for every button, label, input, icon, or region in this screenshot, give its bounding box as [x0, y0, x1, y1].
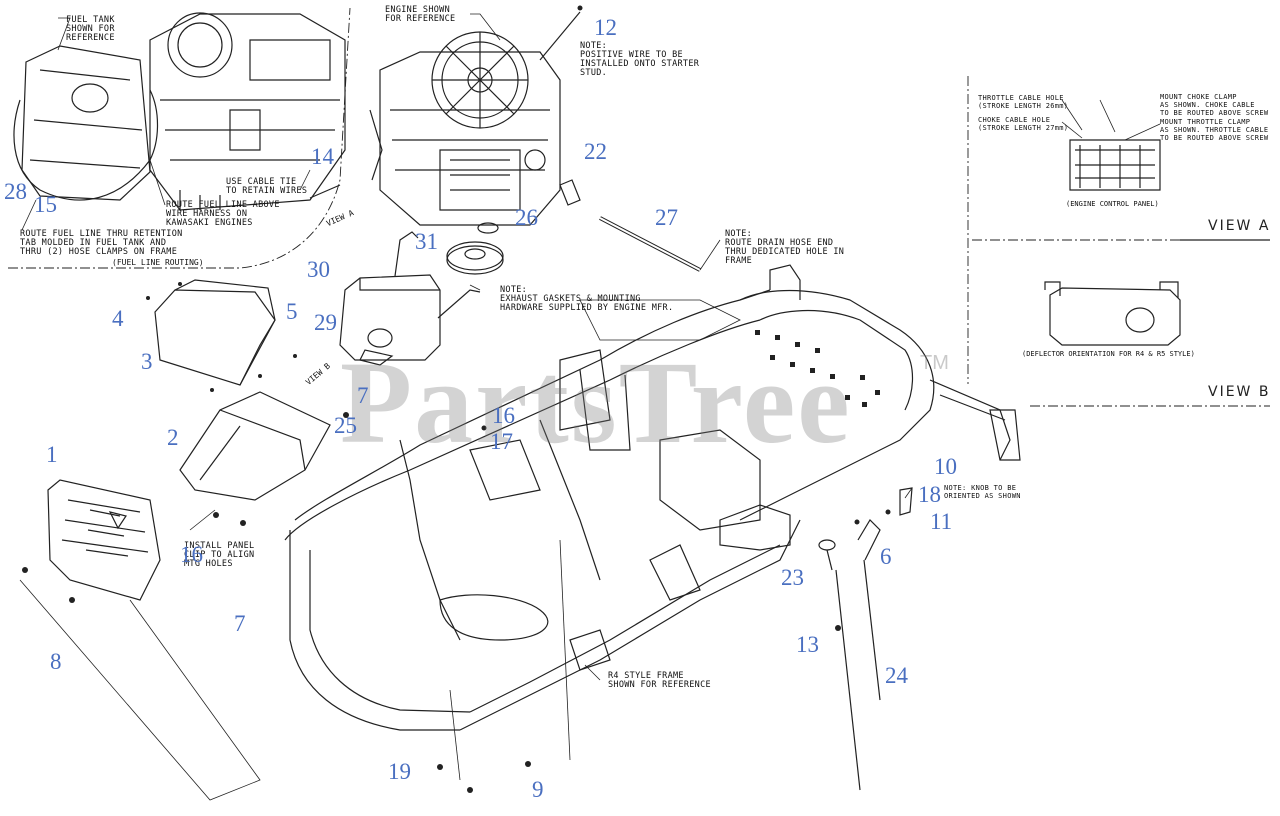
- callout-14: 14: [311, 144, 334, 169]
- callout-28: 28: [4, 179, 27, 204]
- note-positive-wire: NOTE: POSITIVE WIRE TO BE INSTALLED ONTO…: [580, 41, 700, 78]
- deflector-drawing: [179, 391, 331, 501]
- callout-10: 10: [934, 454, 957, 479]
- callout-17: 17: [490, 429, 513, 454]
- callout-2: 2: [167, 425, 179, 450]
- note-panel-clip: INSTALL PANEL CLIP TO ALIGN MTG HOLES: [184, 541, 255, 569]
- inset-engine-drawing: [149, 12, 346, 211]
- pulley-drawing: [446, 222, 504, 275]
- note-knob: NOTE: KNOB TO BE ORIENTED AS SHOWN: [944, 484, 1021, 500]
- heat-shield-drawing: [154, 279, 276, 386]
- caption-fuel-line-routing: (FUEL LINE ROUTING): [112, 258, 204, 267]
- callout-13: 13: [796, 632, 819, 657]
- muffler-drawing: [339, 231, 481, 366]
- view-b-title: VIEW B: [1208, 384, 1271, 400]
- note-throttle-hole: THROTTLE CABLE HOLE (STROKE LENGTH 26mm): [978, 94, 1069, 110]
- callout-29: 29: [314, 310, 337, 335]
- engine-control-panel-drawing: [1069, 139, 1161, 191]
- callout-4: 4: [112, 306, 124, 331]
- callout-15: 15: [34, 192, 57, 217]
- callout-27: 27: [655, 205, 678, 230]
- view-b-muffler-drawing: [1044, 281, 1181, 346]
- leader-lines: [19, 13, 1161, 801]
- callout-6: 6: [880, 544, 892, 569]
- callout-22: 22: [584, 139, 607, 164]
- callout-12: 12: [594, 15, 617, 40]
- note-cable-tie: USE CABLE TIE TO RETAIN WIRES: [226, 177, 308, 196]
- note-route-fuel-above: ROUTE FUEL LINE ABOVE WIRE HARNESS ON KA…: [166, 200, 280, 228]
- note-engine-ref: ENGINE SHOWN FOR REFERENCE: [385, 5, 456, 24]
- callout-18: 18: [918, 482, 941, 507]
- front-panel-drawing: [47, 479, 161, 601]
- fuel-tank-drawing: [13, 45, 159, 201]
- callout-1: 1: [46, 442, 58, 467]
- note-choke-hole: CHOKE CABLE HOLE (STROKE LENGTH 27mm): [978, 116, 1069, 132]
- callout-30: 30: [307, 257, 330, 282]
- callout-26: 26: [515, 205, 538, 230]
- callout-19: 19: [388, 759, 411, 784]
- callout-16b: 16: [180, 542, 203, 567]
- caption-engine-control-panel: (ENGINE CONTROL PANEL): [1066, 200, 1159, 208]
- callout-3: 3: [141, 349, 153, 374]
- watermark-tm: TM: [920, 352, 949, 374]
- note-fuel-tank: FUEL TANK SHOWN FOR REFERENCE: [66, 15, 115, 43]
- callout-7b: 7: [234, 611, 246, 636]
- callout-11: 11: [930, 509, 953, 534]
- callout-31: 31: [415, 229, 438, 254]
- callout-24: 24: [885, 663, 908, 688]
- callout-5: 5: [286, 299, 298, 324]
- callout-7a: 7: [357, 383, 369, 408]
- note-mount-choke: MOUNT CHOKE CLAMP AS SHOWN. CHOKE CABLE …: [1160, 93, 1269, 117]
- caption-deflector: (DEFLECTOR ORIENTATION FOR R4 & R5 STYLE…: [1022, 350, 1195, 358]
- note-mount-throttle: MOUNT THROTTLE CLAMP AS SHOWN. THROTTLE …: [1160, 118, 1269, 142]
- note-exhaust-gaskets: NOTE: EXHAUST GASKETS & MOUNTING HARDWAR…: [500, 285, 674, 313]
- watermark-brand: PartsTree: [340, 337, 852, 468]
- note-route-fuel-retention: ROUTE FUEL LINE THRU RETENTION TAB MOLDE…: [20, 229, 183, 257]
- hardware-dots: [22, 5, 891, 793]
- note-drain-hose: NOTE: ROUTE DRAIN HOSE END THRU DEDICATE…: [725, 229, 845, 266]
- control-cables-drawing: [818, 487, 913, 791]
- note-r4-frame: R4 STYLE FRAME SHOWN FOR REFERENCE: [608, 671, 711, 690]
- frame-drawing: [284, 264, 1021, 731]
- main-engine-drawing: [369, 11, 581, 226]
- view-a-title: VIEW A: [1208, 218, 1271, 234]
- callout-23: 23: [781, 565, 804, 590]
- callout-8: 8: [50, 649, 62, 674]
- drain-hose-drawing: [559, 179, 701, 272]
- callout-25: 25: [334, 413, 357, 438]
- callout-9: 9: [532, 777, 544, 802]
- callout-16a: 16: [492, 403, 515, 428]
